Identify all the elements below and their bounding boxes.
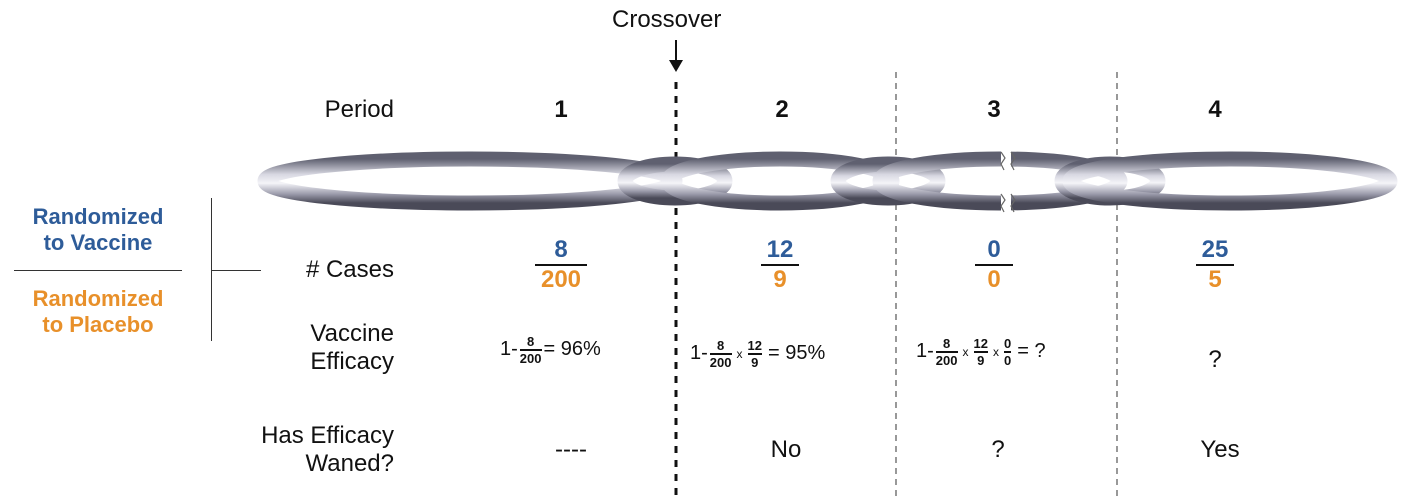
fraction-denominator: 200 xyxy=(709,354,732,370)
waned-period-1: ---- xyxy=(555,436,587,463)
chain-link-small-1 xyxy=(617,156,733,206)
crossover-arrow-icon xyxy=(669,40,683,72)
fraction-bar xyxy=(1003,351,1012,353)
waned-row-label-line1: Has Efficacy xyxy=(261,422,394,449)
period-number-4: 4 xyxy=(1208,96,1222,123)
cases-vaccine: 25 xyxy=(1201,236,1229,263)
cases-period-4: 25 5 xyxy=(1155,236,1275,294)
multiply-sign: x xyxy=(962,344,969,359)
legend-divider xyxy=(14,270,182,271)
fraction-denominator: 9 xyxy=(977,352,985,368)
cases-period-2: 12 9 xyxy=(720,236,840,294)
fraction-numerator: 12 xyxy=(747,338,762,353)
fraction-denominator: 0 xyxy=(1003,352,1012,368)
fraction-bar xyxy=(519,349,542,351)
formula-prefix: 1- xyxy=(500,338,518,361)
legend-placebo-line1: Randomized xyxy=(32,286,164,311)
waned-period-2: No xyxy=(770,436,802,463)
fraction-bar xyxy=(760,264,800,266)
chain-link-4 xyxy=(1062,151,1398,211)
fraction-bar xyxy=(1195,264,1235,266)
chain-link-1 xyxy=(257,151,683,211)
fraction-numerator: 0 xyxy=(1003,336,1012,351)
waned-row-label-line2: Waned? xyxy=(305,450,395,477)
cases-period-3: 0 0 xyxy=(934,236,1054,294)
fraction-denominator: 200 xyxy=(519,350,542,366)
cases-vaccine: 0 xyxy=(987,236,1001,263)
cases-placebo: 200 xyxy=(540,266,582,293)
fraction-bar xyxy=(709,353,732,355)
cases-placebo: 9 xyxy=(773,266,787,293)
chain-link-3 xyxy=(872,151,1128,211)
cases-placebo: 5 xyxy=(1208,266,1222,293)
fraction-denominator: 200 xyxy=(935,352,958,368)
legend-placebo-line2: to Placebo xyxy=(42,312,154,337)
fraction-denominator: 9 xyxy=(751,354,759,370)
legend-vaccine-line1: Randomized xyxy=(32,204,164,229)
efficacy-row-label-line1: Vaccine xyxy=(310,320,394,347)
legend-vaccine: Randomized to Vaccine xyxy=(14,204,182,256)
fraction-bar xyxy=(975,264,1013,266)
fraction-bar xyxy=(973,351,988,353)
cases-vaccine: 8 xyxy=(554,236,568,263)
cases-period-1: 8 200 xyxy=(501,236,621,294)
legend-bracket-horizontal xyxy=(211,270,261,271)
waned-period-3: ? xyxy=(991,436,1005,463)
formula-prefix: 1- xyxy=(690,342,708,365)
fraction-numerator: 8 xyxy=(527,334,535,349)
waned-row-label: Has Efficacy Waned? xyxy=(261,422,394,478)
efficacy-row-label: Vaccine Efficacy xyxy=(310,320,394,376)
formula-prefix: 1- xyxy=(916,340,934,363)
chain-links xyxy=(257,151,1398,211)
fraction-numerator: 8 xyxy=(717,338,725,353)
cases-vaccine: 12 xyxy=(766,236,794,263)
legend-vaccine-line2: to Vaccine xyxy=(43,230,153,255)
cases-placebo: 0 xyxy=(987,266,1001,293)
period-number-1: 1 xyxy=(554,96,568,123)
formula-result: = 95% xyxy=(767,342,826,365)
fraction-bar xyxy=(747,353,762,355)
fraction-numerator: 8 xyxy=(943,336,951,351)
period-number-2: 2 xyxy=(775,96,789,123)
chain-link-small-2 xyxy=(830,156,946,206)
cases-row-label: # Cases xyxy=(305,256,394,283)
crossover-label: Crossover xyxy=(612,6,722,33)
formula-result: = 96% xyxy=(543,338,601,361)
chain-break-icon xyxy=(1000,150,1016,216)
efficacy-period-4: ? xyxy=(1208,346,1222,373)
fraction-numerator: 12 xyxy=(973,336,988,351)
legend-bracket-vertical xyxy=(211,198,212,341)
chain-link-2 xyxy=(660,151,900,211)
legend-placebo: Randomized to Placebo xyxy=(14,286,182,338)
fraction-bar xyxy=(534,264,588,266)
multiply-sign: x xyxy=(992,344,999,359)
period-number-3: 3 xyxy=(987,96,1001,123)
waned-period-4: Yes xyxy=(1200,436,1240,463)
multiply-sign: x xyxy=(736,346,743,361)
period-row-label: Period xyxy=(324,96,394,123)
fraction-bar xyxy=(935,351,958,353)
efficacy-row-label-line2: Efficacy xyxy=(310,348,394,375)
formula-result: = ? xyxy=(1017,340,1046,363)
